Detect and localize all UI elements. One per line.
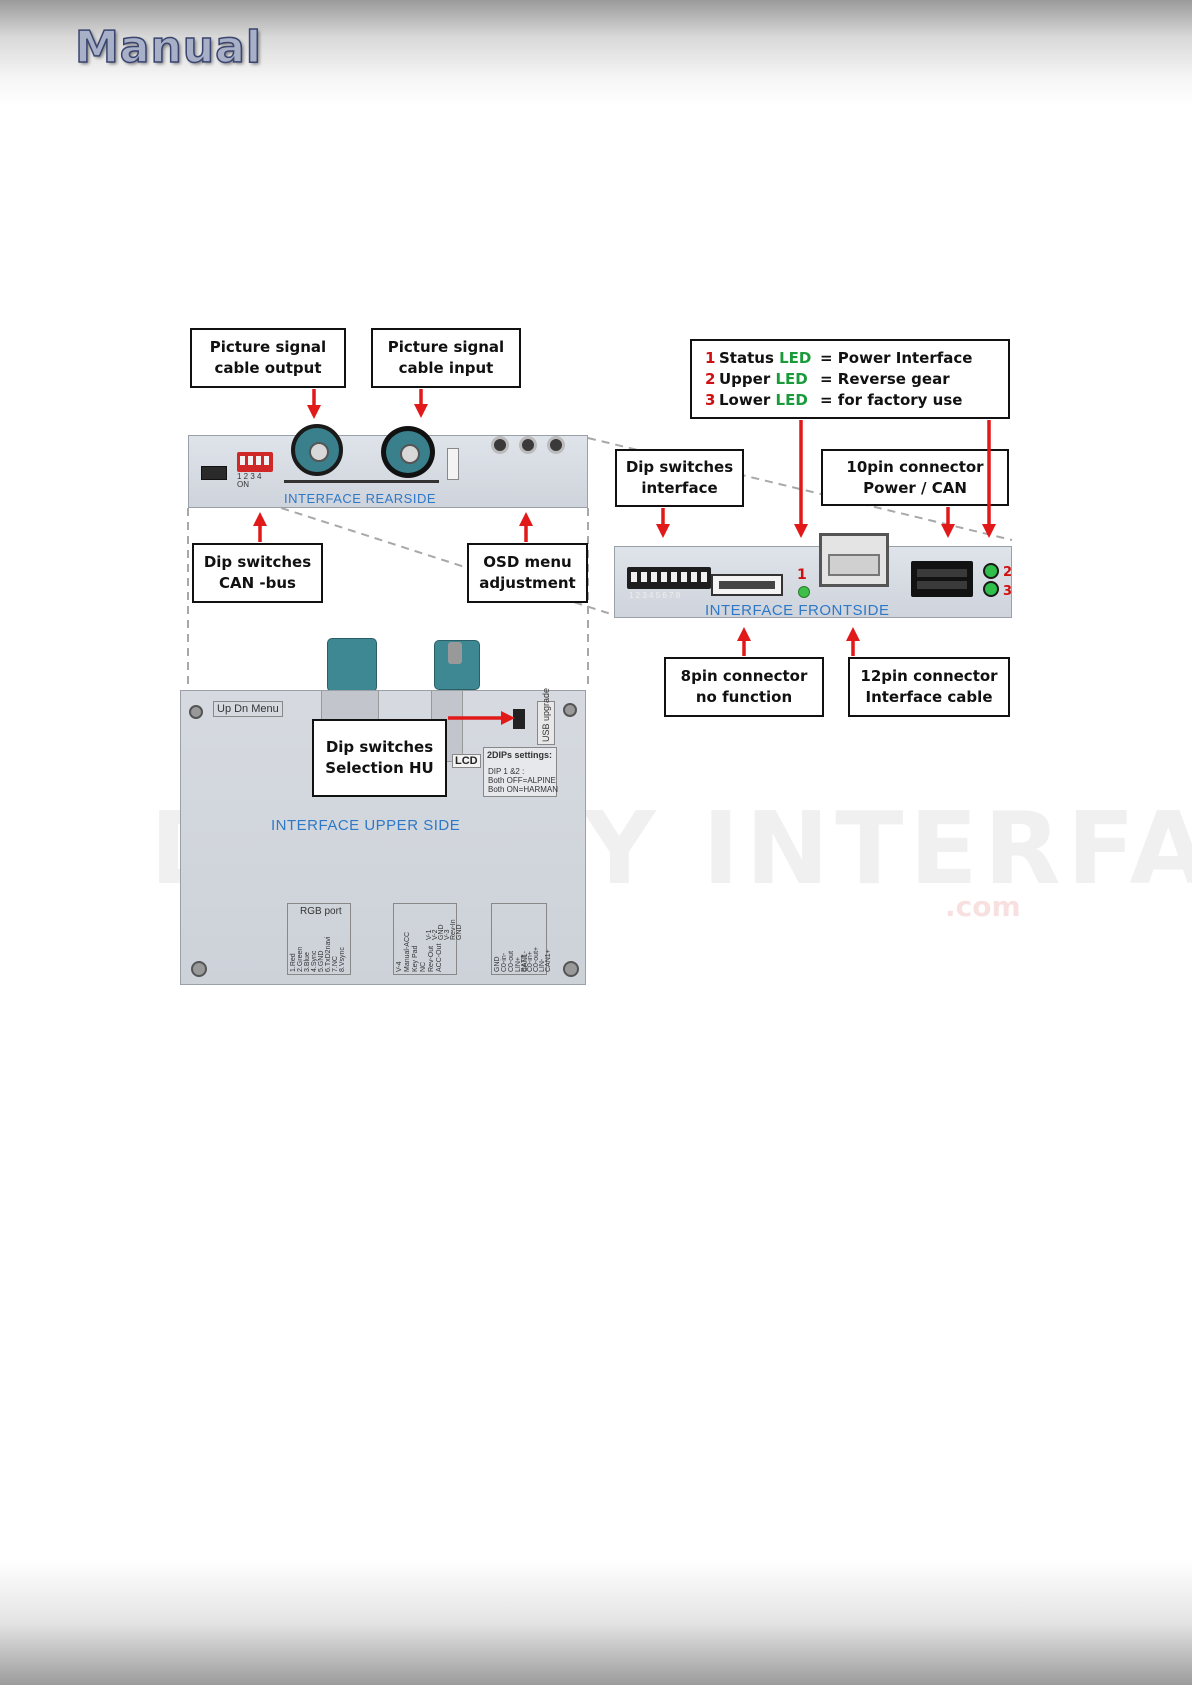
osd-button-3: [547, 436, 565, 454]
interface-rearside-panel: 1 2 3 4 ON INTERFACE REARSIDE: [188, 424, 588, 508]
legend-name-text: Status: [719, 349, 774, 367]
upperside-label: INTERFACE UPPER SIDE: [271, 817, 461, 834]
pins-block-a: V-4 Manual-ACC Key Pad NC Rev-Out ACC-Ou…: [393, 903, 463, 975]
callout-8pin-connector: 8pin connector no function: [664, 657, 824, 717]
pins-block-c: GND C0-in- C0-out LIN+ CAN1- BATT C0-in+…: [491, 903, 552, 975]
callout-line: Interface cable: [865, 688, 993, 706]
dips-settings-line3: Both ON=HARMAN: [488, 785, 559, 794]
page-title: Manual: [74, 21, 262, 74]
rgb-port-title: RGB port: [300, 906, 342, 917]
rgb-port-box: RGB port 1.Red 2.Green 3.Blue 4.Sync 5.G…: [287, 903, 351, 975]
screw-bottom-left: [191, 961, 207, 977]
legend-row-3: 3 Lower LED = for factory use: [692, 391, 1008, 412]
legend-led: LED: [775, 370, 808, 388]
legend-meaning: = for factory use: [820, 391, 963, 409]
osd-button-2: [519, 436, 537, 454]
rearside-label: INTERFACE REARSIDE: [284, 491, 437, 506]
upper-connector-left: [327, 638, 377, 692]
callout-line: interface: [641, 479, 718, 497]
callout-line: Dip switches: [203, 553, 312, 571]
dips-settings-title: 2DIPs settings:: [487, 750, 553, 760]
front-led-1-label: 1: [797, 567, 807, 583]
osd-button-1: [491, 436, 509, 454]
legend-num: 1: [705, 349, 716, 367]
legend-meaning: = Power Interface: [820, 349, 973, 367]
legend-name: Upper LED: [719, 370, 808, 388]
front-led-3-label: 3: [1003, 584, 1013, 599]
legend-led: LED: [775, 391, 808, 409]
legend-name-text: Lower: [719, 391, 771, 409]
callout-line: cable input: [398, 359, 494, 377]
dips-settings-line1: DIP 1 &2 :: [488, 767, 525, 776]
callout-dip-switches-interface: Dip switches interface: [615, 449, 744, 507]
callout-line: Picture signal: [387, 338, 505, 356]
connector-10pin: [911, 561, 973, 597]
footer-band: [0, 1560, 1192, 1685]
legend-name: Lower LED: [719, 391, 808, 409]
screw-top-left: [189, 705, 203, 719]
dip-switch-can-bus: [237, 452, 273, 472]
callout-line: Dip switches: [325, 738, 434, 756]
interface-frontside-panel: 1 2 3 4 5 6 7 8 1 2 3 INTERFACE FRONTSID…: [614, 533, 1013, 619]
legend-led: LED: [779, 349, 812, 367]
legend-num: 3: [705, 391, 716, 409]
callout-line: 12pin connector: [860, 667, 998, 685]
picture-in-connector: [381, 426, 435, 478]
status-led-3: [983, 581, 999, 597]
header-band: [0, 0, 1192, 105]
usb-mini-port: [201, 466, 227, 480]
callout-line: adjustment: [479, 574, 576, 592]
legend-name-text: Upper: [719, 370, 771, 388]
dip-switch-interface: [627, 567, 711, 589]
legend-num: 2: [705, 370, 716, 388]
status-led-1: [798, 586, 810, 598]
legend-row-1: 1 Status LED = Power Interface: [692, 349, 1008, 370]
callout-line: Picture signal: [209, 338, 327, 356]
screw-top-right: [563, 703, 577, 717]
watermark-domain: .com: [945, 890, 1021, 923]
callout-dip-switches-hu: Dip switches Selection HU: [312, 719, 447, 797]
up-dn-menu-label: Up Dn Menu: [213, 701, 283, 717]
connector-12pin: [819, 533, 889, 587]
callout-line: 8pin connector: [680, 667, 808, 685]
callout-12pin-connector: 12pin connector Interface cable: [848, 657, 1010, 717]
connector-8pin: [711, 574, 783, 596]
frontside-label: INTERFACE FRONTSIDE: [705, 602, 890, 619]
upper-connector-right-sleeve: [448, 642, 462, 664]
legend-row-2: 2 Upper LED = Reverse gear: [692, 370, 1008, 391]
dip-switch-hu: [513, 709, 525, 729]
callout-line: Dip switches: [625, 458, 734, 476]
screw-bottom-right: [563, 961, 579, 977]
lcd-label: LCD: [452, 754, 481, 768]
legend-meaning: = Reverse gear: [820, 370, 950, 388]
callout-line: no function: [695, 688, 793, 706]
callout-picture-signal-input: Picture signal cable input: [371, 328, 521, 388]
callout-dip-switches-can-bus: Dip switches CAN -bus: [192, 543, 323, 603]
status-led-2: [983, 563, 999, 579]
usb-upgrade-label: USB upgrade: [537, 688, 555, 745]
dips-settings-line2: Both OFF=ALPINE: [488, 776, 556, 785]
callout-picture-signal-output: Picture signal cable output: [190, 328, 346, 388]
card-slot: [284, 480, 439, 483]
callout-line: 10pin connector: [846, 457, 984, 476]
dip-front-numbers: 1 2 3 4 5 6 7 8: [629, 591, 681, 600]
dip-rear-numbers: 1 2 3 4: [237, 472, 262, 481]
callout-line: OSD menu: [483, 553, 572, 571]
callout-line: Power / CAN: [863, 478, 967, 497]
picture-out-connector: [291, 424, 343, 476]
dip-rear-on: ON: [237, 480, 249, 489]
callout-line: cable output: [214, 359, 322, 377]
sticker: [447, 448, 459, 480]
callout-10pin-connector: 10pin connector Power / CAN: [821, 449, 1009, 506]
callout-line: CAN -bus: [219, 574, 296, 592]
dips-settings-box: 2DIPs settings: DIP 1 &2 : Both OFF=ALPI…: [483, 747, 559, 797]
front-led-2-label: 2: [1003, 565, 1013, 580]
led-legend-box: 1 Status LED = Power Interface 2 Upper L…: [690, 339, 1010, 419]
legend-name: Status LED: [719, 349, 811, 367]
callout-line: Selection HU: [325, 759, 434, 777]
callout-osd-menu: OSD menu adjustment: [467, 543, 588, 603]
